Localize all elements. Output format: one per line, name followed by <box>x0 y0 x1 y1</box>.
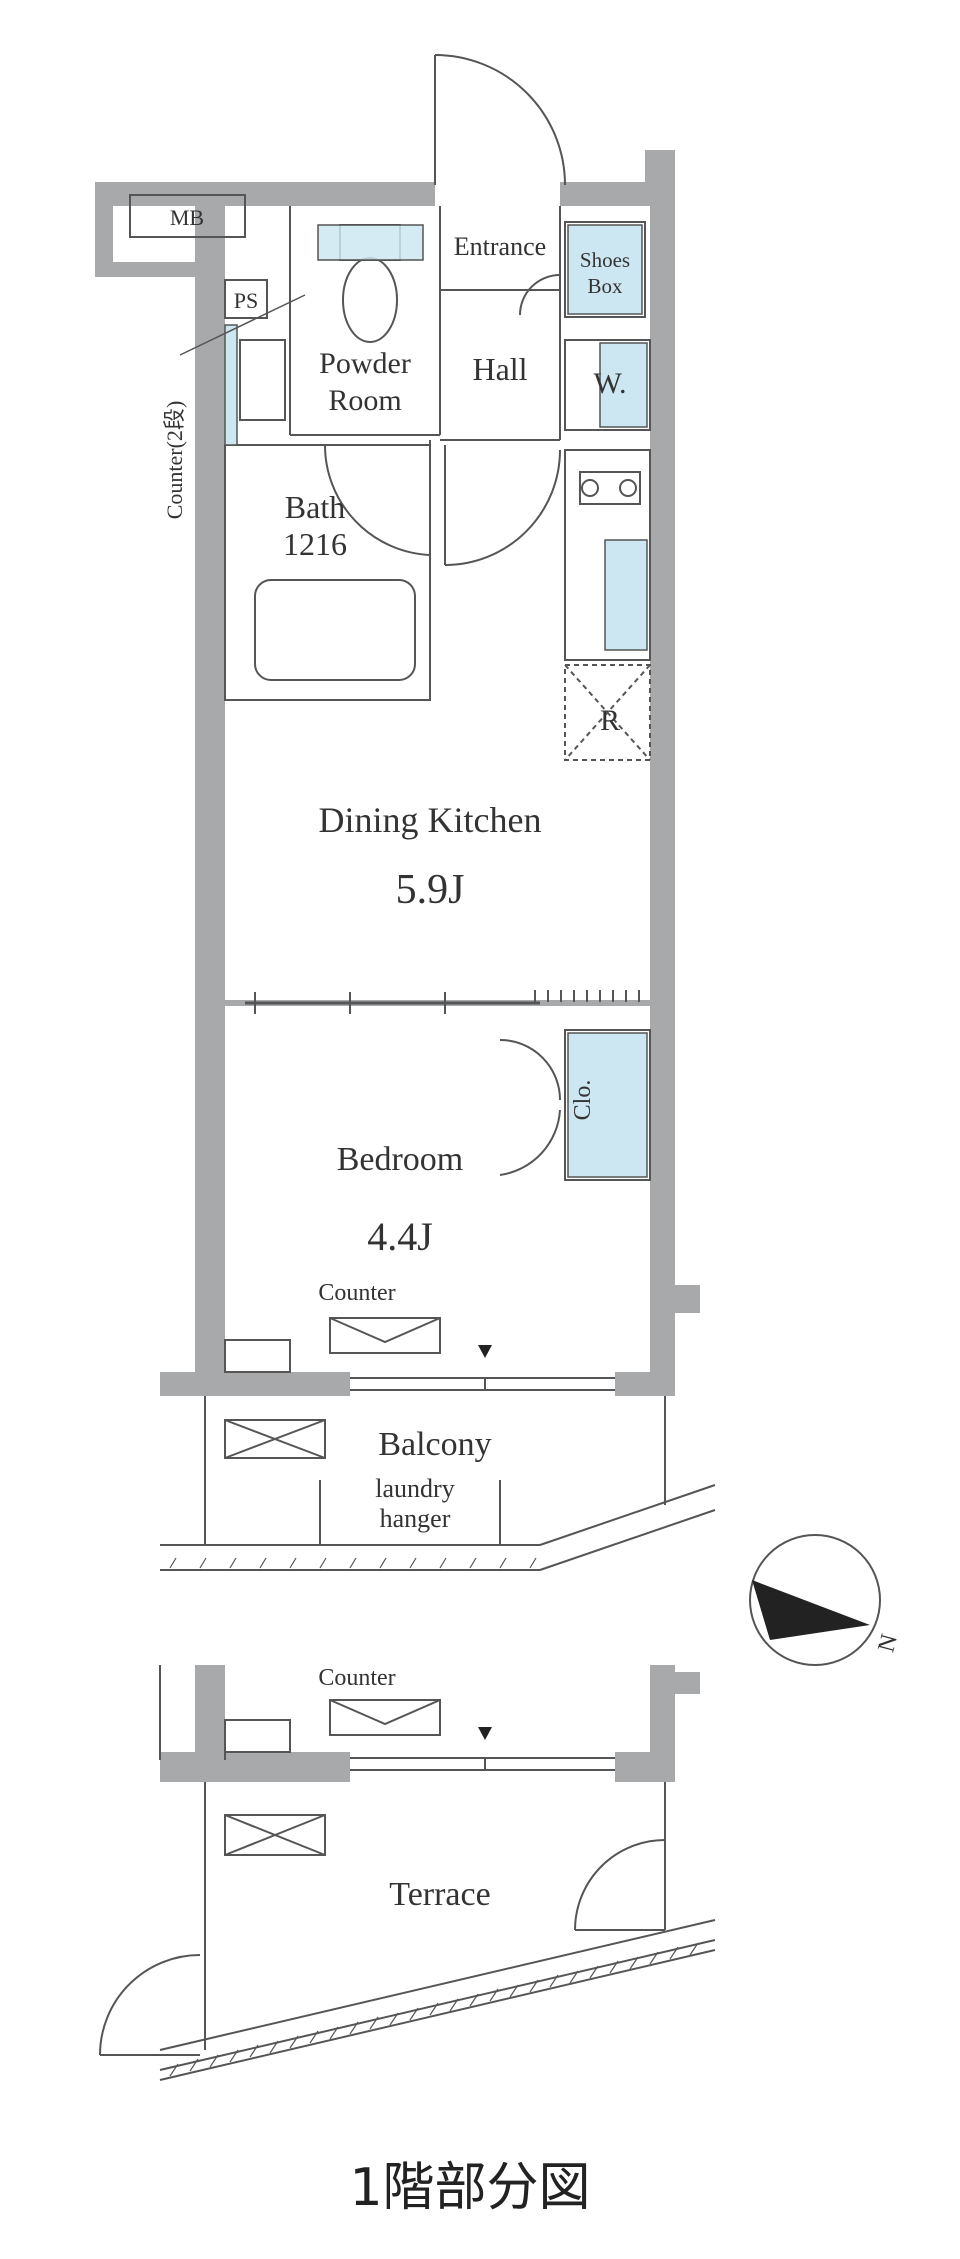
terrace-hatching <box>169 1557 699 2077</box>
counter-vertical-label: Counter(2段) <box>162 401 187 520</box>
kitchen-sink-fill <box>604 539 648 651</box>
arrow-marker <box>478 1345 492 1358</box>
dining-kitchen-size: 5.9J <box>396 867 465 913</box>
wardrobe-fill <box>599 342 648 428</box>
ac-terrace <box>224 1814 326 1856</box>
ac-balcony <box>224 1419 326 1459</box>
balcony-label: Balcony <box>378 1426 491 1463</box>
arrow-marker-lower <box>478 1727 492 1740</box>
powder-room-label-2: Room <box>328 384 401 417</box>
toilet-tank <box>317 224 424 261</box>
counter-lower-label: Counter <box>318 1665 395 1691</box>
ps-label: PS <box>234 288 258 313</box>
caption: 1階部分図 <box>349 2158 590 2218</box>
shoes-box-label-2: Box <box>587 274 623 298</box>
ac-lower <box>329 1699 441 1736</box>
shoes-box-fill <box>567 224 643 315</box>
laundry-label-2: hanger <box>380 1504 451 1533</box>
closet-label: Clo. <box>570 1080 596 1121</box>
interior-lines <box>129 194 716 2081</box>
bedroom-size: 4.4J <box>367 1214 433 1259</box>
wardrobe-label: W. <box>593 367 626 400</box>
entrance-label: Entrance <box>454 232 546 261</box>
powder-room-label-1: Powder <box>319 347 411 380</box>
laundry-label-1: laundry <box>375 1474 454 1503</box>
labels: MB PS Entrance Shoes Box Powder Room Hal… <box>162 205 903 2218</box>
compass-icon <box>749 1534 881 1666</box>
dining-kitchen-label: Dining Kitchen <box>319 800 542 840</box>
walls <box>95 150 700 1782</box>
mb-label: MB <box>170 205 204 230</box>
powder-sink <box>224 324 238 446</box>
bath-label-2: 1216 <box>283 526 347 562</box>
hall-label: Hall <box>472 351 527 387</box>
refrigerator-label: R <box>600 704 620 737</box>
doors <box>99 54 666 2056</box>
bedroom-label: Bedroom <box>337 1141 464 1178</box>
ac-bedroom <box>329 1317 441 1354</box>
closet-fill <box>567 1032 648 1178</box>
bath-label-1: Bath <box>285 489 345 525</box>
north-label: N <box>873 1631 903 1654</box>
terrace-label: Terrace <box>389 1876 490 1913</box>
counter-bedroom-label: Counter <box>318 1280 395 1306</box>
ac-units <box>224 1317 441 1856</box>
shoes-box-label-1: Shoes <box>580 248 630 272</box>
fixtures-blue <box>224 224 648 1178</box>
